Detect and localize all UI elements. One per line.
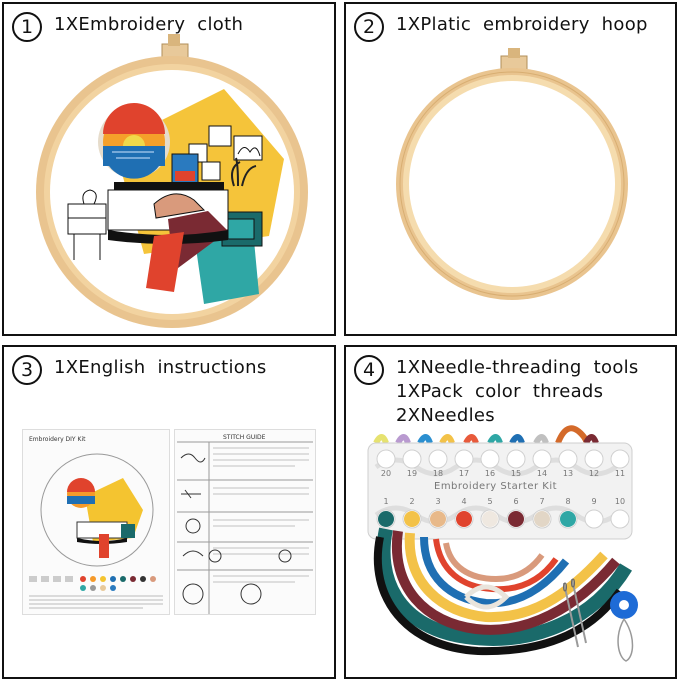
kit-hole-number: 4 — [461, 497, 467, 506]
panel-label-line: 1XNeedle-threading tools — [396, 357, 639, 378]
kit-hole-number: 2 — [409, 497, 415, 506]
kit-hole-number: 19 — [406, 469, 418, 478]
kit-hole-number: 6 — [513, 497, 519, 506]
pattern-drawing — [29, 453, 163, 609]
panel-embroidery-cloth: 1 1XEmbroidery cloth — [2, 2, 336, 336]
panel-number-badge: 2 — [354, 12, 384, 42]
panel-label: 1XEmbroidery cloth — [54, 14, 244, 35]
kit-hole-number: 15 — [510, 469, 522, 478]
panel-label: 1XEnglish instructions — [54, 357, 267, 378]
instruction-sheet-pattern: Embroidery DIY Kit — [22, 429, 170, 615]
kit-hole-number: 10 — [614, 497, 626, 506]
stitch-diagrams — [177, 441, 313, 614]
panel-plastic-hoop: 2 1XPlatic embroidery hoop — [344, 2, 677, 336]
kit-hole-number: 9 — [591, 497, 597, 506]
panel-english-instructions: 3 1XEnglish instructions Embroidery DIY … — [2, 345, 336, 679]
kit-hole-number: 18 — [432, 469, 444, 478]
kit-hole-number: 14 — [536, 469, 548, 478]
kit-hole-number: 17 — [458, 469, 470, 478]
sheet-header: STITCH GUIDE — [223, 434, 266, 441]
panel-label: 1XPlatic embroidery hoop — [396, 14, 648, 35]
panel-needles-and-threads: 4 1XNeedle-threading tools 1XPack color … — [344, 345, 677, 679]
kit-hole-number: 7 — [539, 497, 545, 506]
panel-number-badge: 3 — [12, 355, 42, 385]
kit-hole-number: 5 — [487, 497, 493, 506]
sheet-title: Embroidery DIY Kit — [29, 436, 86, 443]
kit-hole-number: 16 — [484, 469, 496, 478]
instruction-sheet-stitch-guide: STITCH GUIDE — [174, 429, 316, 615]
kit-hole-number: 12 — [588, 469, 600, 478]
kit-hole-number: 11 — [614, 469, 626, 478]
kit-card-title: Embroidery Starter Kit — [434, 481, 558, 492]
kit-hole-number: 20 — [380, 469, 392, 478]
embroidery-hoop-with-cloth-image — [36, 34, 308, 328]
panel-label-line: 1XPack color threads — [396, 381, 604, 402]
panel-label-line: 2XNeedles — [396, 405, 495, 426]
panel-number-badge: 4 — [354, 355, 384, 385]
kit-hole-number: 8 — [565, 497, 571, 506]
panel-label-lines: 1XNeedle-threading tools 1XPack color th… — [396, 356, 639, 428]
kit-hole-number: 3 — [435, 497, 441, 506]
kit-hole-number: 13 — [562, 469, 574, 478]
kit-hole-number: 1 — [383, 497, 389, 506]
thread-kit-image — [367, 425, 638, 662]
panel-number-badge: 1 — [12, 12, 42, 42]
plastic-hoop-image — [396, 48, 628, 300]
